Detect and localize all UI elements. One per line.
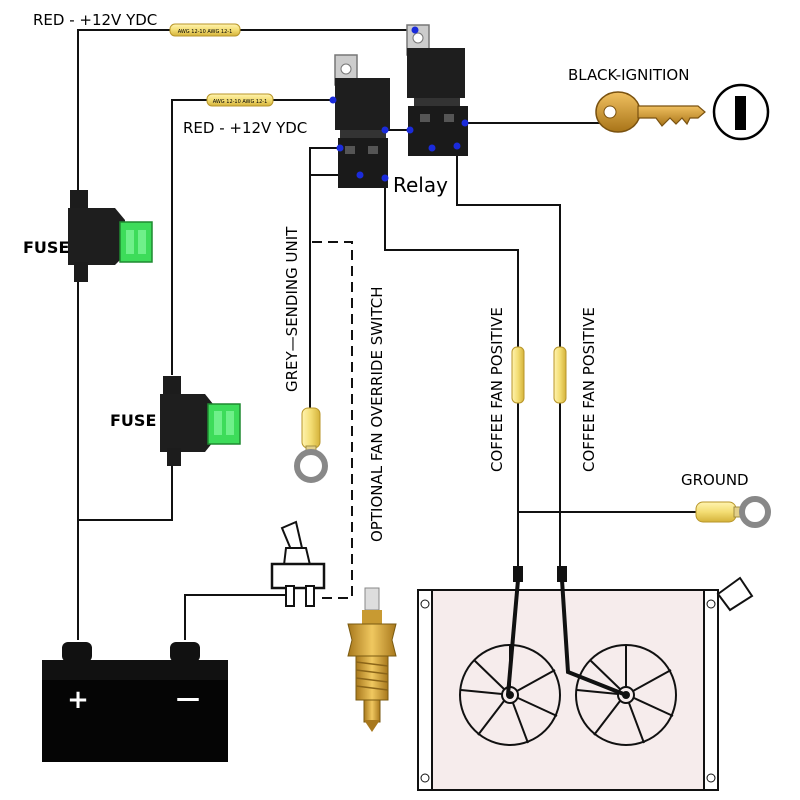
wire-fuse-link bbox=[78, 462, 173, 521]
battery-plus-label: + bbox=[67, 685, 89, 715]
wire-override-dashed bbox=[312, 241, 353, 599]
wire-red-top bbox=[77, 29, 415, 640]
wire-grey-sending bbox=[309, 147, 360, 176]
butt-connector-fan-1 bbox=[511, 346, 525, 404]
wire-fan-positive-2 bbox=[456, 146, 561, 570]
override-toggle-switch bbox=[270, 520, 326, 607]
butt-connector-top: AWG 12-10 AWG 12-1 bbox=[169, 23, 241, 37]
ring-terminal-ground bbox=[695, 496, 771, 528]
fuse-bottom bbox=[160, 376, 241, 466]
label-grey-sending-unit: GREY—SENDING UNIT bbox=[283, 226, 301, 392]
svg-text:AWG 12-10 AWG 12-1: AWG 12-10 AWG 12-1 bbox=[213, 99, 268, 105]
label-fan-positive-2: COFFEE FAN POSITIVE bbox=[580, 307, 598, 472]
wire-red-mid bbox=[171, 99, 333, 375]
label-relay: Relay bbox=[393, 173, 448, 197]
radiator bbox=[417, 576, 754, 791]
ignition-switch-icon bbox=[712, 83, 770, 141]
wire-fan-positive-1 bbox=[384, 178, 519, 570]
label-ground: GROUND bbox=[681, 471, 749, 489]
battery: + — bbox=[42, 642, 228, 762]
fuse-top bbox=[68, 190, 153, 282]
ring-terminal-sending-unit bbox=[294, 407, 328, 483]
svg-text:AWG 12-10 AWG 12-1: AWG 12-10 AWG 12-1 bbox=[178, 29, 233, 35]
temperature-sensor bbox=[347, 587, 397, 732]
label-override-switch: OPTIONAL FAN OVERRIDE SWITCH bbox=[368, 286, 386, 542]
butt-connector-fan-2 bbox=[553, 346, 567, 404]
relay-left bbox=[334, 54, 390, 188]
label-red-mid: RED - +12V YDC bbox=[183, 119, 307, 137]
label-fuse-bottom: FUSE bbox=[110, 411, 156, 430]
ignition-key-icon bbox=[595, 91, 706, 133]
relay-right bbox=[406, 24, 468, 156]
label-fuse-top: FUSE bbox=[23, 238, 69, 257]
label-red-top: RED - +12V YDC bbox=[33, 11, 157, 29]
fan-right bbox=[575, 644, 677, 746]
wire-battery-negative bbox=[184, 594, 290, 640]
butt-connector-mid: AWG 12-10 AWG 12-1 bbox=[206, 93, 274, 107]
label-fan-positive-1: COFFEE FAN POSITIVE bbox=[488, 307, 506, 472]
battery-minus-label: — bbox=[176, 684, 200, 712]
fan-leads bbox=[506, 579, 627, 697]
relay-terminal-dots bbox=[329, 26, 469, 182]
label-black-ignition: BLACK-IGNITION bbox=[568, 66, 689, 84]
